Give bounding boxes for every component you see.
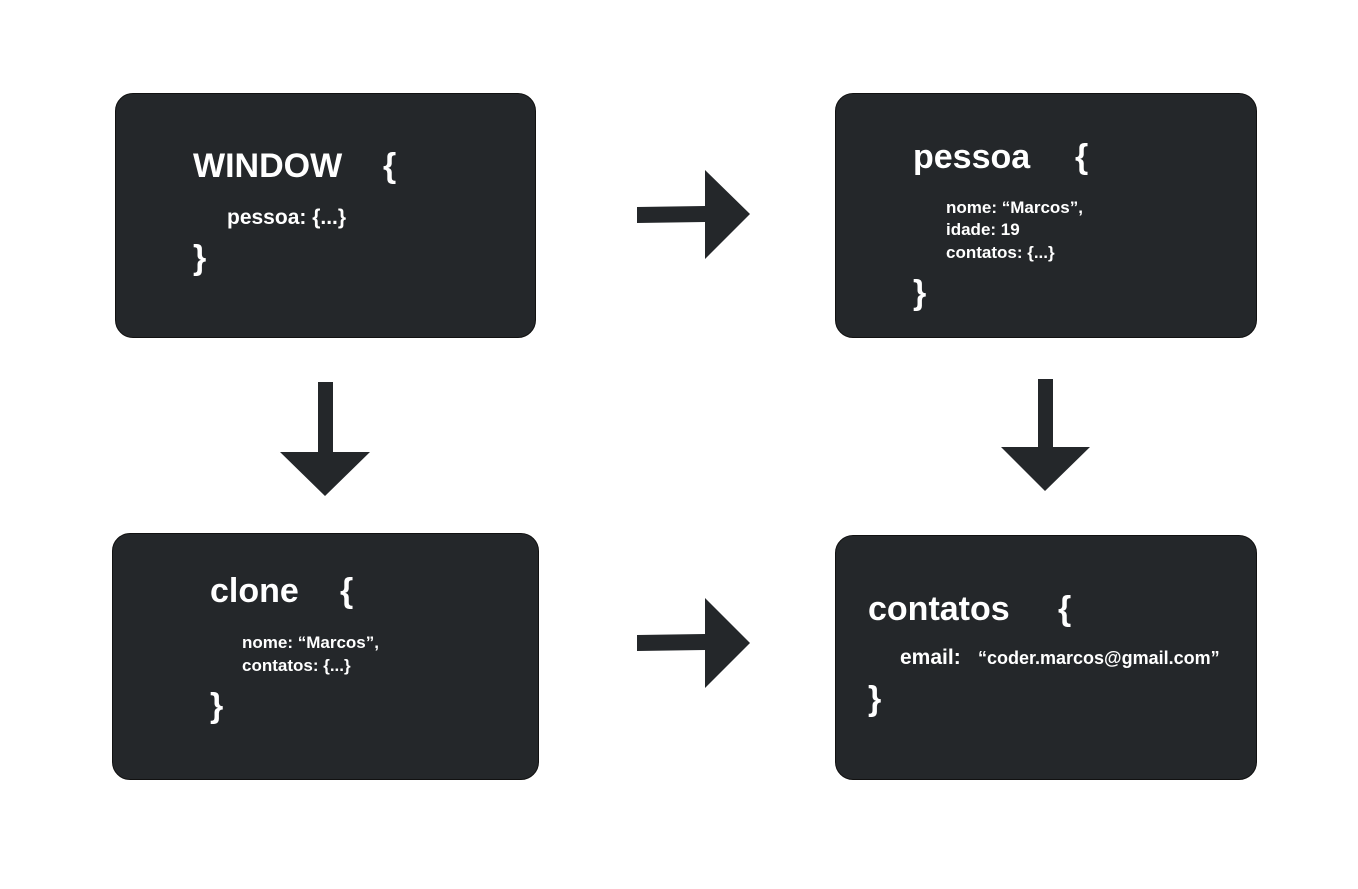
clone-line-contatos: contatos: {...}: [242, 656, 351, 675]
contatos-title: contatos: [868, 590, 1010, 628]
pessoa-close-brace: }: [913, 274, 927, 312]
pessoa-open-brace: {: [1075, 138, 1089, 176]
arrow-clone-to-contatos: [637, 598, 750, 688]
pessoa-line-contatos: contatos: {...}: [946, 243, 1055, 262]
window-line: pessoa: {...}: [227, 206, 347, 229]
pessoa-box: pessoa { nome: “Marcos”, idade: 19 conta…: [835, 93, 1257, 338]
clone-line-nome: nome: “Marcos”,: [242, 633, 379, 652]
arrow-window-to-pessoa: [637, 170, 750, 259]
contatos-close-brace: }: [868, 680, 882, 718]
contatos-box: contatos { email: “coder.marcos@gmail.co…: [835, 535, 1257, 780]
clone-title: clone: [210, 572, 299, 610]
clone-box: clone { nome: “Marcos”, contatos: {...} …: [112, 533, 539, 780]
arrow-pessoa-to-contatos: [1001, 379, 1090, 491]
pessoa-line-nome: nome: “Marcos”,: [946, 198, 1083, 217]
window-box: WINDOW { pessoa: {...} }: [115, 93, 536, 338]
arrow-window-to-clone: [280, 382, 370, 496]
pessoa-line-idade: idade: 19: [946, 220, 1020, 239]
contatos-email-key: email:: [900, 646, 961, 669]
clone-open-brace: {: [340, 572, 354, 610]
window-close-brace: }: [193, 239, 207, 277]
window-open-brace: {: [383, 147, 397, 185]
contatos-open-brace: {: [1058, 590, 1072, 628]
window-title: WINDOW: [193, 147, 343, 185]
contatos-email-value: “coder.marcos@gmail.com”: [978, 648, 1220, 668]
clone-close-brace: }: [210, 687, 224, 725]
pessoa-title: pessoa: [913, 138, 1031, 176]
